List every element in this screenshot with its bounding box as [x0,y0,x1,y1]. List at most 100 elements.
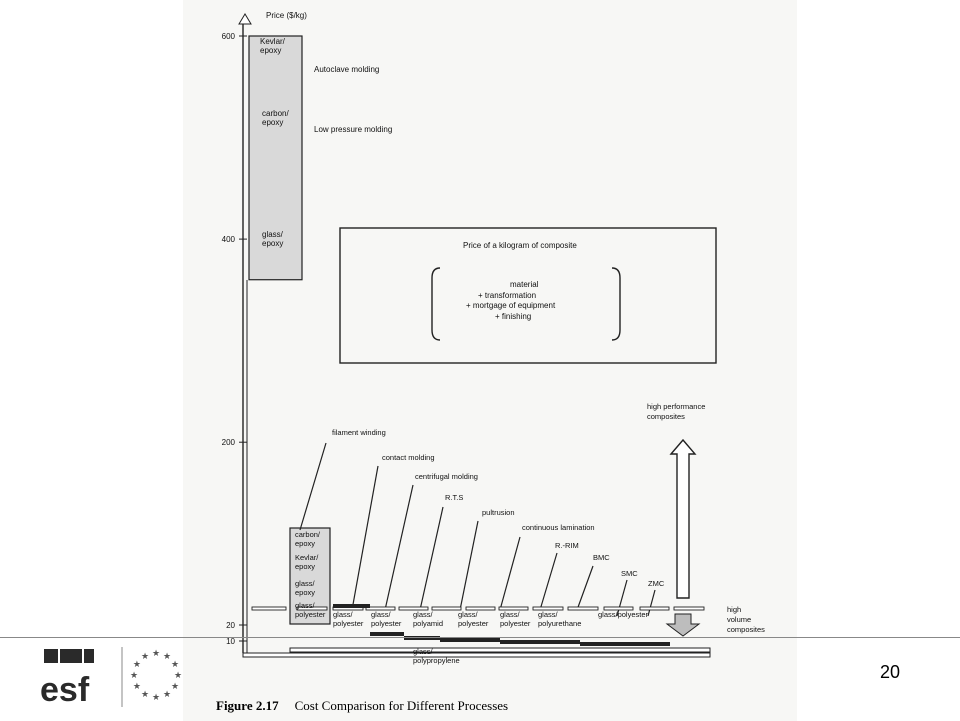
y-axis-arrow [238,13,252,25]
process-label: R.T.S [445,493,463,502]
bottom-material-label: glass/polyester [333,610,364,628]
high-end-material-label: Kevlar/epoxy [260,37,286,55]
process-leader-line [499,536,521,611]
process-label: ZMC [648,579,665,588]
eu-star-icon: ★ [152,648,160,658]
process-label: continuous lamination [522,523,595,532]
footer-divider [0,637,960,638]
price-tile [567,606,599,611]
high-end-process-label: Low pressure molding [314,125,392,134]
y-tick-label: 20 [226,621,235,630]
cost-step-bar [580,642,670,646]
process-label: R.-RIM [555,541,579,550]
bottom-material-label: glass/polyester [371,610,402,628]
caption-text: Cost Comparison for Different Processes [294,698,509,713]
bottom-material-label: glass/polyurethane [538,610,581,628]
cost-step-bar [404,636,440,640]
bottom-material-label: glass/polyamid [413,610,443,628]
eu-star-icon: ★ [133,659,141,669]
bracket-left [431,267,441,341]
price-tile [498,606,529,611]
cost-step-bar [370,632,404,636]
price-tile [296,606,328,611]
process-leader-line [351,465,379,611]
cost-step-bar [500,640,580,644]
process-leader-line [647,589,656,617]
page-number: 20 [880,662,901,682]
filament-stack-label: Kevlar/epoxy [295,553,319,571]
formula-line: + finishing [495,312,531,321]
cost-step-bar [333,604,370,608]
eu-star-icon: ★ [141,689,149,699]
process-label: filament winding [332,428,386,437]
eu-stars-icon: ★★★★★★★★★★★★ [130,648,182,702]
high-end-process-label: Autoclave molding [314,65,379,74]
process-leader-line [299,442,327,531]
process-leader-line [384,484,414,611]
eu-star-icon: ★ [133,681,141,691]
process-label: BMC [593,553,610,562]
price-tile [431,606,462,611]
price-tile [532,606,564,611]
process-label: pultrusion [482,508,515,517]
process-label: SMC [621,569,638,578]
price-tile [603,606,634,611]
high-end-material-label: carbon/epoxy [262,109,289,127]
axis-layer [238,13,711,658]
filament-stack-label: glass/polyester [295,601,326,619]
eu-star-icon: ★ [152,692,160,702]
bottom-material-label: glass/polyester [458,610,489,628]
formula-line: + transformation [478,291,536,300]
y-tick-label: 600 [222,32,236,41]
polypropylene-label: glass/polypropylene [413,647,460,665]
filament-stack-label: carbon/epoxy [295,530,321,548]
eu-star-icon: ★ [130,670,138,680]
polypropylene-bar [289,647,711,653]
price-tile [251,606,287,611]
price-formula-box [339,227,717,364]
esf-eu-logo: esf ★★★★★★★★★★★★ [40,647,182,709]
eu-star-icon: ★ [174,670,182,680]
process-leader-line [539,552,558,611]
price-tile [398,606,429,611]
caption-figure-number: Figure 2.17 [216,698,279,713]
process-leader-line [419,506,444,611]
bottom-material-label: glass/polyester [500,610,531,628]
figure-caption: Figure 2.17 Cost Comparison for Different… [216,698,508,714]
eu-star-icon: ★ [163,689,171,699]
price-tile [639,606,670,611]
high-performance-arrow [669,438,697,599]
y-tick-label: 200 [222,438,236,447]
price-tile [365,606,396,611]
bars-layer [248,35,717,653]
y-tick-label: 10 [226,637,235,646]
chart-title: Price of a kilogram of composite [463,241,577,250]
process-label: centrifugal molding [415,472,478,481]
x-baseline [242,652,711,658]
process-leader-line [576,565,594,611]
process-label: contact molding [382,453,435,462]
eu-star-icon: ★ [171,681,179,691]
eu-star-icon: ★ [163,651,171,661]
svg-text:esf: esf [40,671,90,709]
price-tile [673,606,705,611]
high-end-material-label: glass/epoxy [262,230,284,248]
bracket-right [611,267,621,341]
process-leader-line [459,520,479,611]
y-tick-label: 400 [222,235,236,244]
bottom-material-label: glass/polyester [598,610,649,619]
high-volume-arrow [665,613,701,637]
eu-star-icon: ★ [141,651,149,661]
eu-star-icon: ★ [171,659,179,669]
formula-line: material [510,280,539,289]
price-tile [465,606,496,611]
y-axis-title: Price ($/kg) [266,11,307,20]
filament-stack-label: glass/epoxy [295,579,316,597]
cost-step-bar [440,638,500,642]
high-end-bar [248,35,303,281]
formula-line: + mortgage of equipment [466,301,556,310]
